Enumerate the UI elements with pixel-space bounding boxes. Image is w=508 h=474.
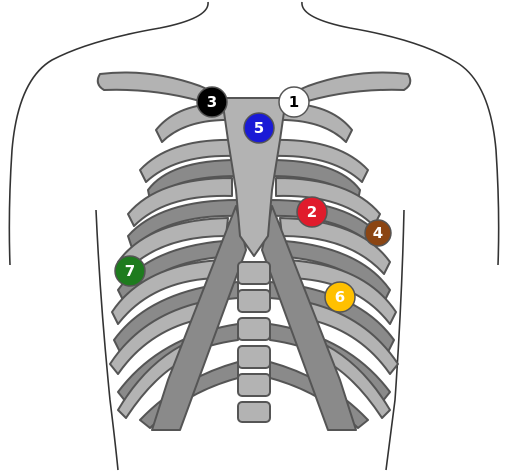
electrode-marker-5: 5 — [244, 113, 274, 143]
electrode-marker-1: 1 — [279, 87, 309, 117]
electrode-marker-label: 3 — [207, 93, 217, 111]
electrode-marker-4: 4 — [365, 220, 391, 246]
electrode-marker-6: 6 — [325, 282, 355, 312]
electrode-marker-7: 7 — [115, 256, 145, 286]
electrode-marker-3: 3 — [197, 87, 227, 117]
electrode-marker-2: 2 — [297, 197, 327, 227]
electrode-marker-label: 7 — [125, 262, 135, 280]
electrode-marker-label: 2 — [307, 203, 317, 221]
electrode-marker-label: 6 — [335, 288, 345, 306]
electrode-marker-label: 1 — [289, 93, 299, 111]
electrode-marker-label: 4 — [373, 224, 383, 242]
electrode-marker-label: 5 — [254, 119, 264, 137]
